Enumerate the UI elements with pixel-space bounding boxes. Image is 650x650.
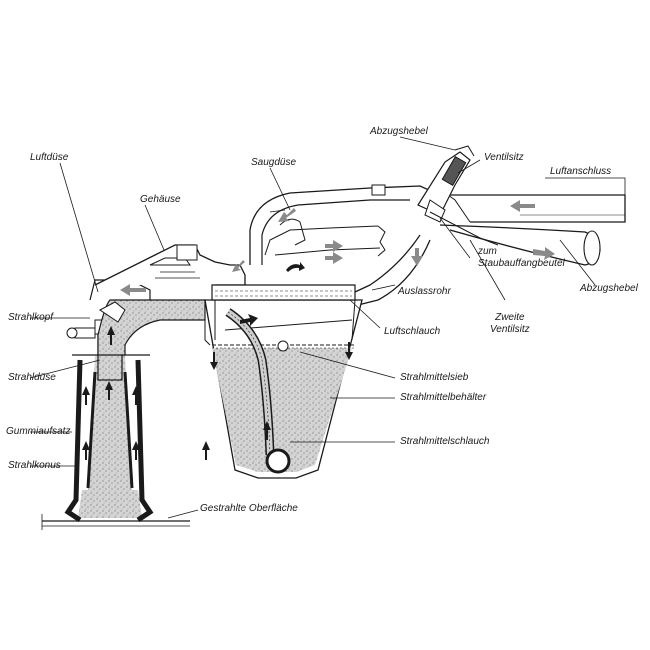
label-zweite-ventilsitz: Zweite Ventilsitz — [490, 312, 530, 335]
label-luftschlauch: Luftschlauch — [384, 326, 441, 337]
label-luftduese: Luftdüse — [30, 152, 69, 163]
pistol-body — [249, 184, 441, 265]
air-hose — [204, 320, 211, 346]
label-strahlmittelsieb: Strahlmittelsieb — [400, 372, 469, 383]
rubber-attachment — [64, 354, 154, 523]
label-luftanschluss: Luftanschluss — [550, 166, 612, 177]
label-gummiaufsatz: Gummiaufsatz — [6, 426, 71, 437]
label-strahlmittelbehaelter: Strahlmittelbehälter — [400, 392, 487, 403]
label-gestrahlte-oberflaeche: Gestrahlte Oberfläche — [200, 503, 298, 514]
label-strahlkopf: Strahlkopf — [8, 312, 54, 323]
exhaust-pipe — [354, 234, 431, 306]
media-arrows — [82, 262, 353, 460]
label-saugduese: Saugdüse — [251, 157, 297, 168]
label-auslassrohr: Auslassrohr — [398, 286, 451, 297]
leader-lines — [29, 136, 626, 519]
label-strahlmittelschlauch: Strahlmittelschlauch — [400, 436, 490, 447]
housing — [94, 244, 246, 286]
blast-cone — [78, 355, 142, 518]
valve-assembly — [417, 145, 499, 246]
air-inlet — [440, 194, 626, 223]
label-strahlkonus: Strahlkonus — [8, 460, 61, 471]
surface — [41, 514, 190, 530]
label-zum-staubauffangbeutel: zum Staubauffangbeutel — [478, 246, 565, 269]
label-abzugshebel-right: Abzugshebel — [580, 283, 638, 294]
label-gehaeuse: Gehäuse — [140, 194, 181, 205]
label-strahlduese: Strahldüse — [8, 372, 56, 383]
flow-arrows — [120, 200, 555, 296]
label-abzugshebel-top: Abzugshebel — [370, 126, 428, 137]
media-bend — [97, 299, 206, 356]
media-strainer — [212, 340, 355, 352]
dust-bag-outlet — [439, 224, 601, 266]
label-ventilsitz: Ventilsitz — [484, 152, 524, 163]
